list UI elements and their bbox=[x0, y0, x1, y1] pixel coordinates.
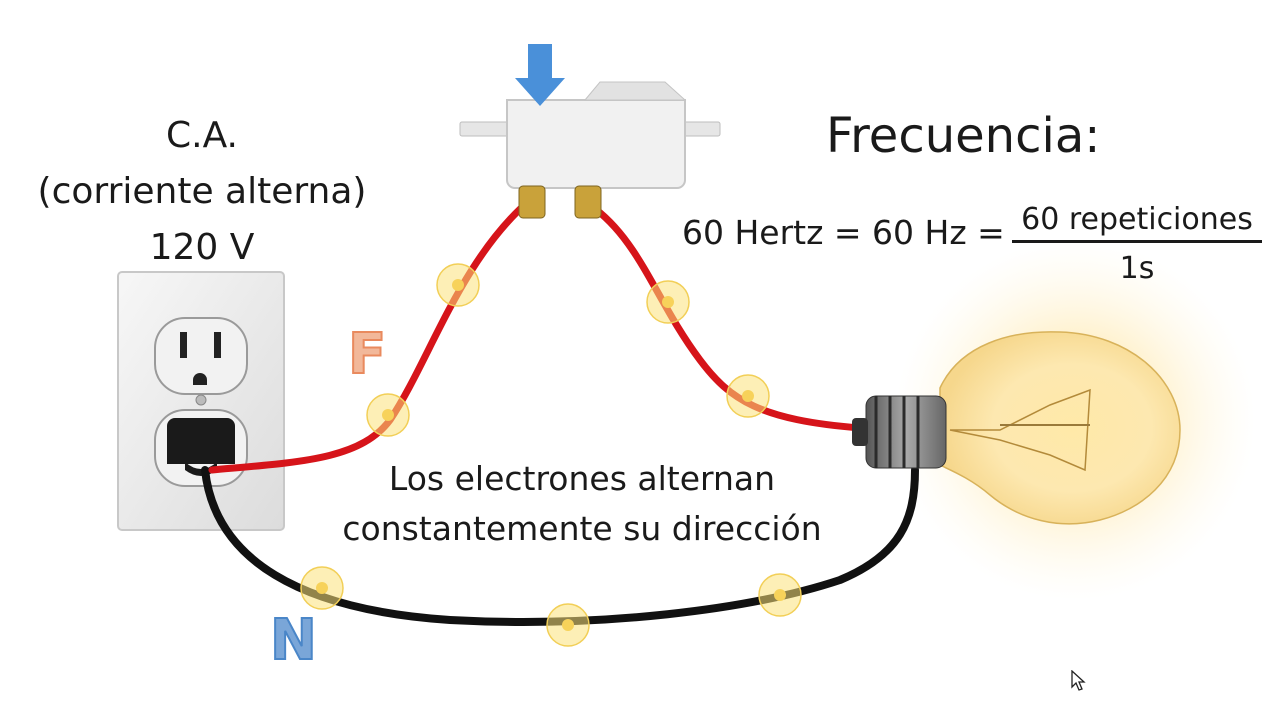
frequency-title: Frecuencia: bbox=[826, 108, 1101, 164]
switch bbox=[459, 81, 721, 219]
electrons-note-line: constantemente su dirección bbox=[342, 509, 822, 548]
fraction-numerator: 60 repeticiones bbox=[1021, 202, 1253, 237]
source-label-line: (corriente alterna) bbox=[37, 171, 367, 212]
electron bbox=[546, 603, 590, 647]
mouse-cursor-icon bbox=[1071, 670, 1086, 691]
light-bulb bbox=[852, 331, 1181, 525]
source-label-line: C.A. bbox=[165, 115, 239, 156]
fraction-denominator: 1s bbox=[1119, 251, 1155, 286]
phase-label: F bbox=[347, 321, 387, 388]
electron bbox=[436, 263, 480, 307]
electrons-note: Los electrones alternan constantemente s… bbox=[312, 454, 852, 554]
press-arrow-icon bbox=[515, 44, 565, 106]
electrons-note-line: Los electrones alternan bbox=[388, 459, 776, 498]
electron bbox=[366, 393, 410, 437]
phase-wire-out bbox=[586, 201, 864, 432]
electron bbox=[300, 566, 344, 610]
electron bbox=[758, 573, 802, 617]
electron bbox=[646, 280, 690, 324]
neutral-label: N bbox=[269, 607, 318, 674]
frequency-equation: 60 Hertz = 60 Hz = bbox=[682, 213, 1005, 252]
source-label-line: 120 V bbox=[149, 227, 255, 268]
fraction-bar bbox=[1012, 240, 1262, 243]
neutral-wire bbox=[201, 466, 919, 626]
electron bbox=[726, 374, 770, 418]
source-label: C.A. (corriente alterna) 120 V bbox=[0, 108, 404, 276]
